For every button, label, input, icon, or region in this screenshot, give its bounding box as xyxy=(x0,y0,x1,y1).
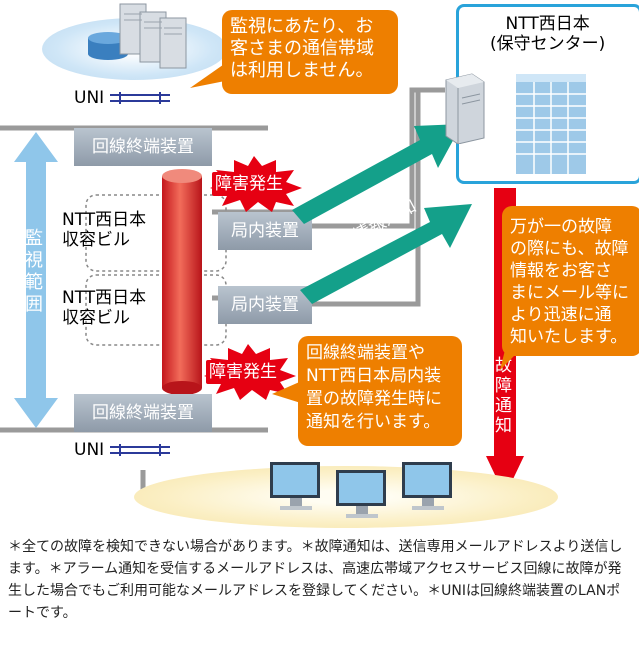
notify-arrows xyxy=(292,124,472,304)
device-onu-top: 回線終端装置 xyxy=(74,128,212,166)
uni-text-bottom: UNI xyxy=(74,440,105,460)
device-local-lower: 局内装置 xyxy=(218,286,312,324)
uni-label-bottom: UNI xyxy=(74,440,170,460)
server-stack-icon xyxy=(88,3,187,69)
line-server-lower xyxy=(312,92,421,307)
device-onu-bottom: 回線終端装置 xyxy=(74,394,212,432)
callout-bottom-tail xyxy=(272,380,304,404)
callout-right: 万が一の故障 の際にも、故障 情報をお客さ まにメール等に より迅速に通 知いた… xyxy=(502,206,639,356)
failure-badge-lower: 障害発生 xyxy=(206,360,280,384)
client-pcs-icon xyxy=(270,462,452,518)
callout-top-text: 監視にあたり、お 客さまの通信帯域 は利用しません。 xyxy=(230,16,374,81)
callout-bottom: 回線終端装置や NTT西日本局内装 置の故障発生時に 通知を行います。 xyxy=(298,336,462,446)
monitor-range-arrow xyxy=(14,132,58,428)
monitor-server-icon xyxy=(445,73,485,144)
building-label-upper: NTT西日本 収容ビル xyxy=(62,210,147,250)
callout-bottom-text: 回線終端装置や NTT西日本局内装 置の故障発生時に 通知を行います。 xyxy=(306,343,442,432)
callout-top: 監視にあたり、お 客さまの通信帯域 は利用しません。 xyxy=(222,10,398,94)
uni-connector-icon xyxy=(109,92,170,104)
callout-top-tail xyxy=(190,60,230,88)
device-local-upper: 局内装置 xyxy=(218,212,312,250)
failure-badge-upper: 障害発生 xyxy=(212,172,286,196)
monitor-range-label: 監視範囲 xyxy=(25,228,43,315)
uni-text-top: UNI xyxy=(74,88,105,108)
notify-arrow-lower xyxy=(300,204,472,304)
footer-notes: ＊全ての故障を検知できない場合があります。＊故障通知は、送信専用メールアドレスよ… xyxy=(8,539,623,621)
callout-right-text: 万が一の故障 の際にも、故障 情報をお客さ まにメール等に より迅速に通 知いた… xyxy=(510,217,629,347)
maintenance-center-title: NTT西日本 (保守センター) xyxy=(490,14,606,54)
office-building-icon xyxy=(516,74,586,174)
network-cylinder xyxy=(162,169,202,395)
building-lower-outline xyxy=(85,274,227,346)
building-label-lower: NTT西日本 収容ビル xyxy=(62,288,147,328)
uni-connector-icon xyxy=(109,444,170,456)
uni-label-top: UNI xyxy=(74,88,170,108)
notify-arrow-upper xyxy=(292,124,462,224)
